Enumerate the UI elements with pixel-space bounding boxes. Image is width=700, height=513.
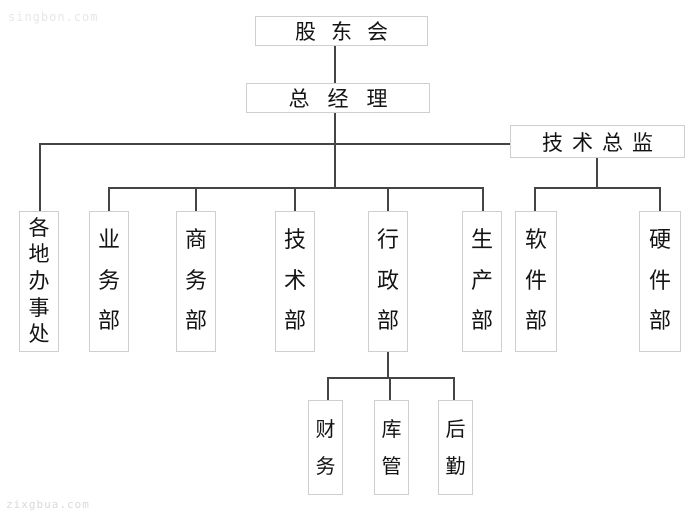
node-dept-business: 业务部 — [89, 211, 129, 352]
node-dept-software: 软件部 — [515, 211, 557, 352]
connector-gm-down — [334, 112, 336, 188]
connector-drop-production — [482, 187, 484, 211]
connector-drop-commerce — [195, 187, 197, 211]
node-tech-director: 技术总监 — [510, 125, 685, 158]
node-dept-hardware: 硬件部 — [639, 211, 681, 352]
connector-drop-technology — [294, 187, 296, 211]
connector-techdirector-down — [596, 158, 598, 187]
node-dept-production: 生产部 — [462, 211, 502, 352]
node-general-manager: 总经理 — [246, 83, 430, 113]
connector-drop-offices — [39, 143, 41, 211]
connector-gm-branch-upper — [39, 143, 511, 145]
connector-drop-hardware — [659, 187, 661, 211]
node-shareholders-meeting: 股东会 — [255, 16, 428, 46]
connector-gm-branch-lower — [108, 187, 484, 189]
connector-drop-warehouse — [389, 377, 391, 400]
node-dept-regional-offices: 各地办事处 — [19, 211, 59, 352]
watermark-top-left: singbon.com — [8, 10, 99, 24]
node-dept-commerce: 商务部 — [176, 211, 216, 352]
connector-admin-branch — [327, 377, 455, 379]
connector-techdirector-branch — [534, 187, 661, 189]
watermark-bottom-left: zixgbua.com — [6, 498, 90, 511]
connector-admin-down — [387, 352, 389, 377]
node-dept-technology: 技术部 — [275, 211, 315, 352]
node-dept-administration: 行政部 — [368, 211, 408, 352]
connector-drop-logistics — [453, 377, 455, 400]
connector-drop-software — [534, 187, 536, 211]
connector-drop-admin — [387, 187, 389, 211]
connector-shareholders-gm — [334, 45, 336, 83]
connector-drop-business — [108, 187, 110, 211]
node-unit-logistics: 后勤 — [438, 400, 473, 495]
node-unit-warehouse: 库管 — [374, 400, 409, 495]
node-unit-finance: 财务 — [308, 400, 343, 495]
connector-drop-finance — [327, 377, 329, 400]
